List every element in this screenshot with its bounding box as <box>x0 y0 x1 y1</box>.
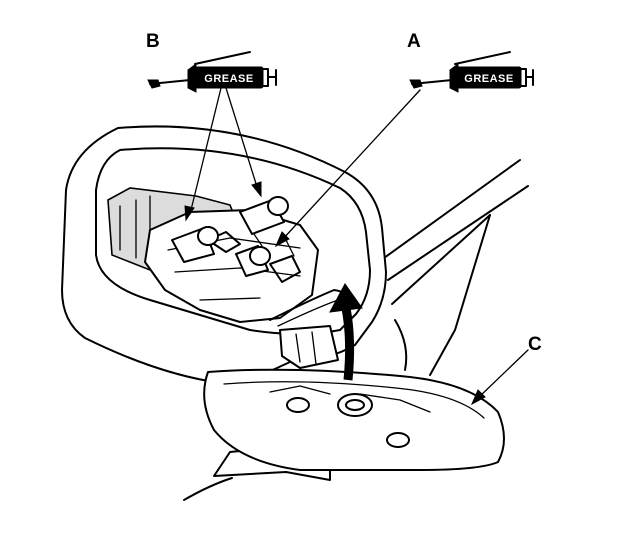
pivot-post <box>171 226 219 263</box>
callout-c: C <box>528 334 542 355</box>
callout-b: B <box>146 31 160 52</box>
mirror-glass <box>203 368 505 471</box>
mirror-actuator <box>107 187 357 369</box>
grease-tube-a: GREASE <box>409 51 534 93</box>
grease-label-a: GREASE <box>464 73 513 85</box>
door-panel-lines <box>383 159 529 376</box>
leader-lines <box>184 87 529 406</box>
grease-tube-b: GREASE <box>147 51 277 93</box>
grease-label-b: GREASE <box>204 73 253 85</box>
pivot-post <box>235 245 271 277</box>
pivot-post <box>239 196 289 235</box>
callout-a: A <box>407 31 421 52</box>
install-direction-arrow <box>329 283 363 381</box>
